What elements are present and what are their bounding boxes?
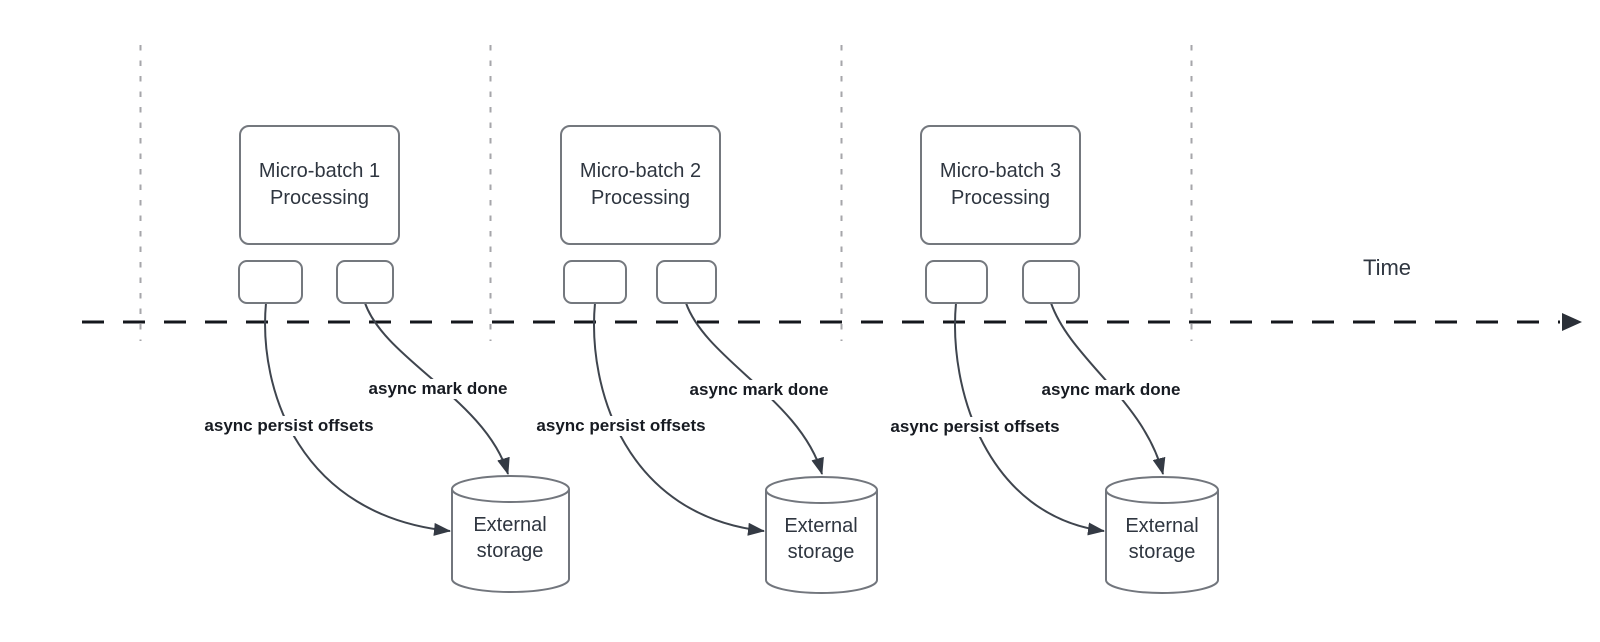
microbatch-1-processing-box: Micro-batch 1 Processing bbox=[239, 125, 400, 245]
time-axis-arrowhead-icon bbox=[1562, 313, 1582, 331]
mark-done-label-3: async mark done bbox=[1038, 380, 1184, 400]
offset-task-box-1 bbox=[238, 260, 303, 304]
time-axis-label: Time bbox=[1362, 255, 1412, 280]
done-task-box-3 bbox=[1022, 260, 1080, 304]
external-storage-label-3: External storage bbox=[1125, 515, 1199, 563]
offset-task-box-2 bbox=[563, 260, 627, 304]
persist-offsets-label-3: async persist offsets bbox=[887, 417, 1063, 437]
persist-offsets-label-2: async persist offsets bbox=[533, 416, 709, 436]
persist-offsets-arrow-3 bbox=[954, 302, 1105, 536]
microbatch-2-processing-box: Micro-batch 2 Processing bbox=[560, 125, 721, 245]
microbatch-3-processing-box: Micro-batch 3 Processing bbox=[920, 125, 1081, 245]
persist-offsets-label-1: async persist offsets bbox=[201, 416, 377, 436]
persist-offsets-arrow-2 bbox=[593, 302, 765, 536]
external-storage-cylinder-2 bbox=[765, 476, 878, 594]
external-storage-cylinder-1 bbox=[451, 475, 570, 593]
done-task-box-2 bbox=[656, 260, 717, 304]
offset-task-box-3 bbox=[925, 260, 988, 304]
mark-done-label-1: async mark done bbox=[365, 379, 511, 399]
mark-done-label-2: async mark done bbox=[686, 380, 832, 400]
done-task-box-1 bbox=[336, 260, 394, 304]
external-storage-label-2: External storage bbox=[784, 515, 858, 563]
persist-offsets-arrow-1 bbox=[264, 302, 451, 536]
external-storage-label-1: External storage bbox=[473, 514, 547, 562]
external-storage-cylinder-3 bbox=[1105, 476, 1219, 594]
